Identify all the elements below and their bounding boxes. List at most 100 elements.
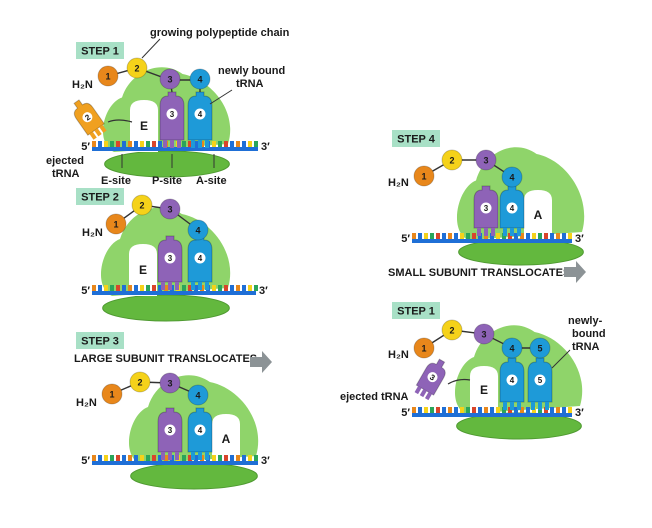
base bbox=[436, 233, 440, 239]
base bbox=[146, 285, 150, 291]
base bbox=[140, 455, 144, 461]
step-badge-bg bbox=[392, 130, 440, 147]
trna-loop bbox=[82, 112, 93, 123]
e-site-slot bbox=[130, 100, 158, 152]
base bbox=[224, 285, 228, 291]
anticodon-base bbox=[99, 124, 107, 133]
anticodon-base bbox=[168, 282, 172, 290]
newly-bound-label-line3: tRNA bbox=[572, 341, 600, 353]
bead-label: 5 bbox=[537, 344, 542, 354]
ejected-trna: 3 bbox=[414, 358, 446, 401]
bead-label: 2 bbox=[137, 378, 142, 388]
trna-label: 5 bbox=[538, 376, 543, 385]
trna-label: 4 bbox=[198, 254, 203, 263]
base bbox=[418, 407, 422, 413]
bead-circle bbox=[501, 337, 523, 359]
small-subunit bbox=[130, 462, 258, 490]
h2n-label: H₂N bbox=[76, 397, 97, 409]
base bbox=[242, 141, 246, 147]
amino-acid-bead: 4 bbox=[187, 219, 209, 241]
bead-label: 4 bbox=[197, 75, 202, 85]
base bbox=[158, 455, 162, 461]
anticodon-base bbox=[503, 228, 507, 236]
bead-label: 3 bbox=[483, 156, 488, 166]
mrna-backbone bbox=[92, 147, 258, 151]
bead-circle bbox=[159, 68, 181, 90]
a-site-slot bbox=[212, 414, 240, 464]
amino-acid-bead: 3 bbox=[159, 372, 181, 394]
trna: 3 bbox=[157, 235, 183, 290]
bead-circle bbox=[101, 383, 123, 405]
base bbox=[248, 141, 252, 147]
base bbox=[194, 285, 198, 291]
amino-acid-bead: 4 bbox=[501, 166, 523, 188]
amino-acid-bead: 1 bbox=[105, 213, 127, 235]
a-site: A bbox=[212, 414, 240, 464]
bead-label: 1 bbox=[421, 344, 426, 354]
base bbox=[526, 233, 530, 239]
anticodon-base bbox=[198, 140, 202, 148]
base bbox=[514, 407, 518, 413]
bead-circle bbox=[126, 57, 148, 79]
h2n-label: H₂N bbox=[82, 227, 103, 239]
base bbox=[484, 407, 488, 413]
anticodon-base bbox=[414, 386, 422, 395]
base bbox=[158, 141, 162, 147]
base bbox=[116, 285, 120, 291]
five-prime-label: 5′ bbox=[81, 285, 90, 297]
trna-label: 3 bbox=[168, 254, 173, 263]
anticodon-base bbox=[205, 452, 209, 460]
base bbox=[110, 285, 114, 291]
base bbox=[122, 285, 126, 291]
anticodon-base bbox=[491, 228, 495, 236]
anticodon-base bbox=[538, 402, 542, 410]
base bbox=[236, 285, 240, 291]
base bbox=[92, 141, 96, 147]
amino-acid-bead: 1 bbox=[97, 65, 119, 87]
amino-acid-bead: 2 bbox=[126, 57, 148, 79]
h2n-label: H₂N bbox=[388, 177, 409, 189]
base bbox=[242, 285, 246, 291]
bead-circle bbox=[501, 166, 523, 188]
bead-circle bbox=[131, 194, 153, 216]
base bbox=[448, 233, 452, 239]
step-label: STEP 2 bbox=[81, 192, 119, 204]
anticodon-base bbox=[517, 402, 521, 410]
trna: 5 bbox=[527, 357, 553, 410]
base bbox=[98, 455, 102, 461]
base bbox=[454, 233, 458, 239]
base bbox=[140, 285, 144, 291]
bead-label: 4 bbox=[509, 173, 514, 183]
trna-label: 3 bbox=[170, 110, 175, 119]
base bbox=[122, 455, 126, 461]
trna-label: 4 bbox=[198, 426, 203, 435]
base bbox=[478, 407, 482, 413]
step-badge: STEP 1 bbox=[76, 42, 124, 59]
trna: 4 bbox=[499, 185, 525, 236]
base bbox=[182, 285, 186, 291]
base bbox=[412, 407, 416, 413]
trna: 4 bbox=[187, 235, 213, 290]
step-label: STEP 4 bbox=[397, 134, 436, 146]
peptide-bond-line bbox=[111, 381, 199, 396]
bead-circle bbox=[441, 149, 463, 171]
trna: 3 bbox=[473, 185, 499, 236]
large-translocates-caption: LARGE SUBUNIT TRANSLOCATES bbox=[74, 353, 257, 365]
base bbox=[212, 285, 216, 291]
anticodon-base bbox=[198, 452, 202, 460]
step-badge-bg bbox=[76, 332, 124, 349]
trna-label: 3 bbox=[484, 204, 489, 213]
mrna-backbone bbox=[92, 461, 258, 465]
base bbox=[230, 141, 234, 147]
base bbox=[98, 141, 102, 147]
peptide-bond-line bbox=[107, 67, 200, 81]
base bbox=[236, 455, 240, 461]
eject-arrow bbox=[447, 378, 471, 385]
mrna-backbone bbox=[412, 413, 572, 417]
amino-acid-bead: 2 bbox=[129, 371, 151, 393]
e-site-label: E bbox=[139, 263, 147, 277]
base bbox=[490, 407, 494, 413]
mrna-backbone bbox=[92, 291, 256, 295]
base bbox=[532, 233, 536, 239]
